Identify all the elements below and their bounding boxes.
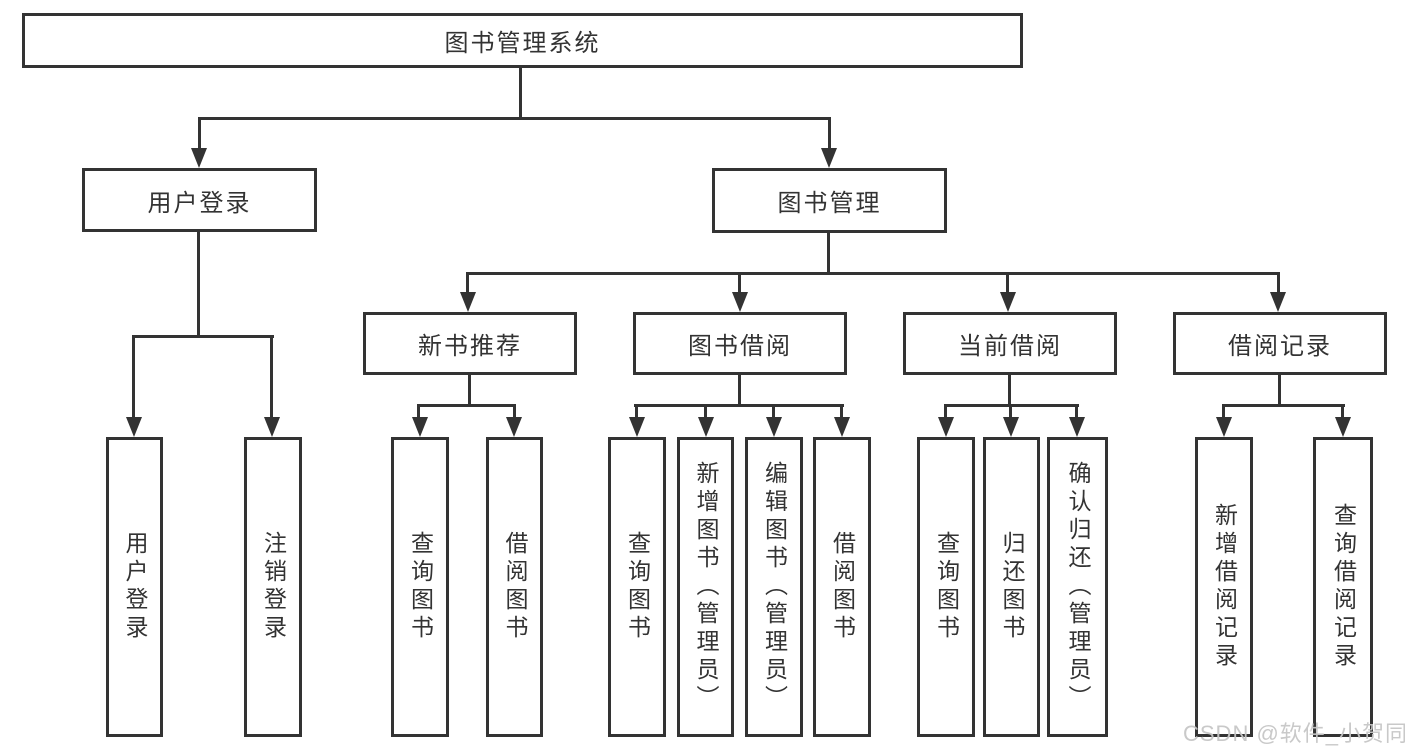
leaf-confirm-return-admin: 确认归还（管理员） (1047, 437, 1108, 737)
node-current-borrow: 当前借阅 (903, 312, 1117, 375)
arrow-down-icon (1216, 417, 1232, 437)
connector-line (738, 272, 741, 294)
connector-line (1222, 404, 1225, 419)
connector-line (198, 117, 831, 120)
connector-line (1075, 404, 1078, 419)
node-user-login: 用户登录 (82, 168, 317, 232)
connector-line (417, 404, 420, 419)
connector-line (828, 118, 831, 150)
connector-line (466, 272, 469, 294)
connector-line (466, 272, 1280, 275)
leaf-add-book-admin: 新增图书（管理员） (677, 437, 734, 737)
arrow-down-icon (506, 417, 522, 437)
connector-line (197, 232, 200, 336)
arrow-down-icon (834, 417, 850, 437)
arrow-down-icon (629, 417, 645, 437)
arrow-down-icon (1003, 417, 1019, 437)
arrow-down-icon (126, 417, 142, 437)
connector-line (1222, 404, 1345, 407)
connector-line (1341, 404, 1344, 419)
connector-line (704, 404, 707, 419)
connector-line (1278, 375, 1281, 406)
node-book-borrow: 图书借阅 (633, 312, 847, 375)
leaf-query-book: 查询图书 (917, 437, 975, 737)
connector-line (468, 375, 471, 406)
connector-line (1006, 272, 1009, 294)
node-borrow-record: 借阅记录 (1173, 312, 1387, 375)
node-book-management: 图书管理 (712, 168, 947, 233)
arrow-down-icon (1270, 292, 1286, 312)
connector-line (198, 118, 201, 150)
connector-line (132, 335, 274, 338)
arrow-down-icon (1000, 292, 1016, 312)
connector-line (738, 375, 741, 406)
watermark: CSDN @软件_小贺同学 (1183, 721, 1405, 746)
connector-line (827, 233, 830, 274)
connector-line (1008, 375, 1011, 406)
connector-line (772, 404, 775, 419)
connector-line (635, 404, 638, 419)
connector-line (634, 404, 844, 407)
arrow-down-icon (1335, 417, 1351, 437)
connector-line (417, 404, 516, 407)
leaf-logout: 注销登录 (244, 437, 302, 737)
leaf-user-login: 用户登录 (106, 437, 163, 737)
leaf-borrow-book: 借阅图书 (486, 437, 543, 737)
leaf-add-borrow-record: 新增借阅记录 (1195, 437, 1253, 737)
arrow-down-icon (264, 417, 280, 437)
connector-line (270, 335, 273, 419)
leaf-query-book: 查询图书 (391, 437, 449, 737)
leaf-edit-book-admin: 编辑图书（管理员） (745, 437, 803, 737)
connector-line (519, 68, 522, 118)
arrow-down-icon (766, 417, 782, 437)
leaf-query-book: 查询图书 (608, 437, 666, 737)
leaf-return-book: 归还图书 (983, 437, 1040, 737)
connector-line (840, 404, 843, 419)
leaf-borrow-book: 借阅图书 (813, 437, 871, 737)
arrow-down-icon (412, 417, 428, 437)
arrow-down-icon (191, 148, 207, 168)
arrow-down-icon (460, 292, 476, 312)
connector-line (513, 404, 516, 419)
connector-line (944, 404, 947, 419)
leaf-query-borrow-record: 查询借阅记录 (1313, 437, 1373, 737)
arrow-down-icon (732, 292, 748, 312)
node-new-book-recommend: 新书推荐 (363, 312, 577, 375)
arrow-down-icon (821, 148, 837, 168)
connector-line (1009, 404, 1012, 419)
connector-line (1277, 272, 1280, 294)
arrow-down-icon (938, 417, 954, 437)
node-root: 图书管理系统 (22, 13, 1023, 68)
arrow-down-icon (1069, 417, 1085, 437)
connector-line (132, 335, 135, 419)
arrow-down-icon (698, 417, 714, 437)
